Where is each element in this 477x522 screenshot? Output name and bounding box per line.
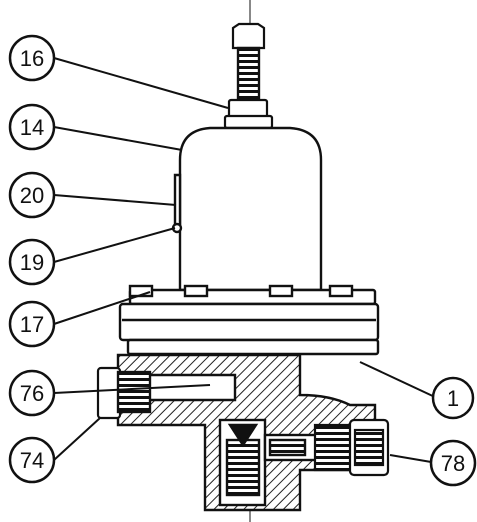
callout-label: 14 bbox=[20, 115, 44, 140]
callout-17: 17 bbox=[8, 300, 56, 348]
callout-78: 78 bbox=[429, 439, 477, 487]
callout-14: 14 bbox=[8, 103, 56, 151]
callout-label: 74 bbox=[20, 448, 44, 473]
callout-74: 74 bbox=[8, 436, 56, 484]
adjusting-screw bbox=[223, 22, 274, 130]
callout-label: 17 bbox=[20, 312, 44, 337]
callout-label: 20 bbox=[20, 183, 44, 208]
callout-16: 16 bbox=[8, 34, 56, 82]
bonnet bbox=[171, 126, 323, 292]
right-plug bbox=[313, 418, 390, 477]
flange bbox=[118, 284, 380, 356]
callout-1: 1 bbox=[431, 376, 475, 420]
callout-label: 76 bbox=[20, 381, 44, 406]
callout-label: 19 bbox=[20, 250, 44, 275]
left-plug bbox=[96, 366, 152, 420]
callout-76: 76 bbox=[8, 369, 56, 417]
leader-lines bbox=[53, 57, 438, 464]
callout-label: 1 bbox=[447, 386, 459, 411]
callout-19: 19 bbox=[8, 238, 56, 286]
callout-label: 78 bbox=[441, 451, 465, 476]
callout-label: 16 bbox=[20, 46, 44, 71]
callout-20: 20 bbox=[8, 171, 56, 219]
valve-body bbox=[116, 353, 377, 512]
